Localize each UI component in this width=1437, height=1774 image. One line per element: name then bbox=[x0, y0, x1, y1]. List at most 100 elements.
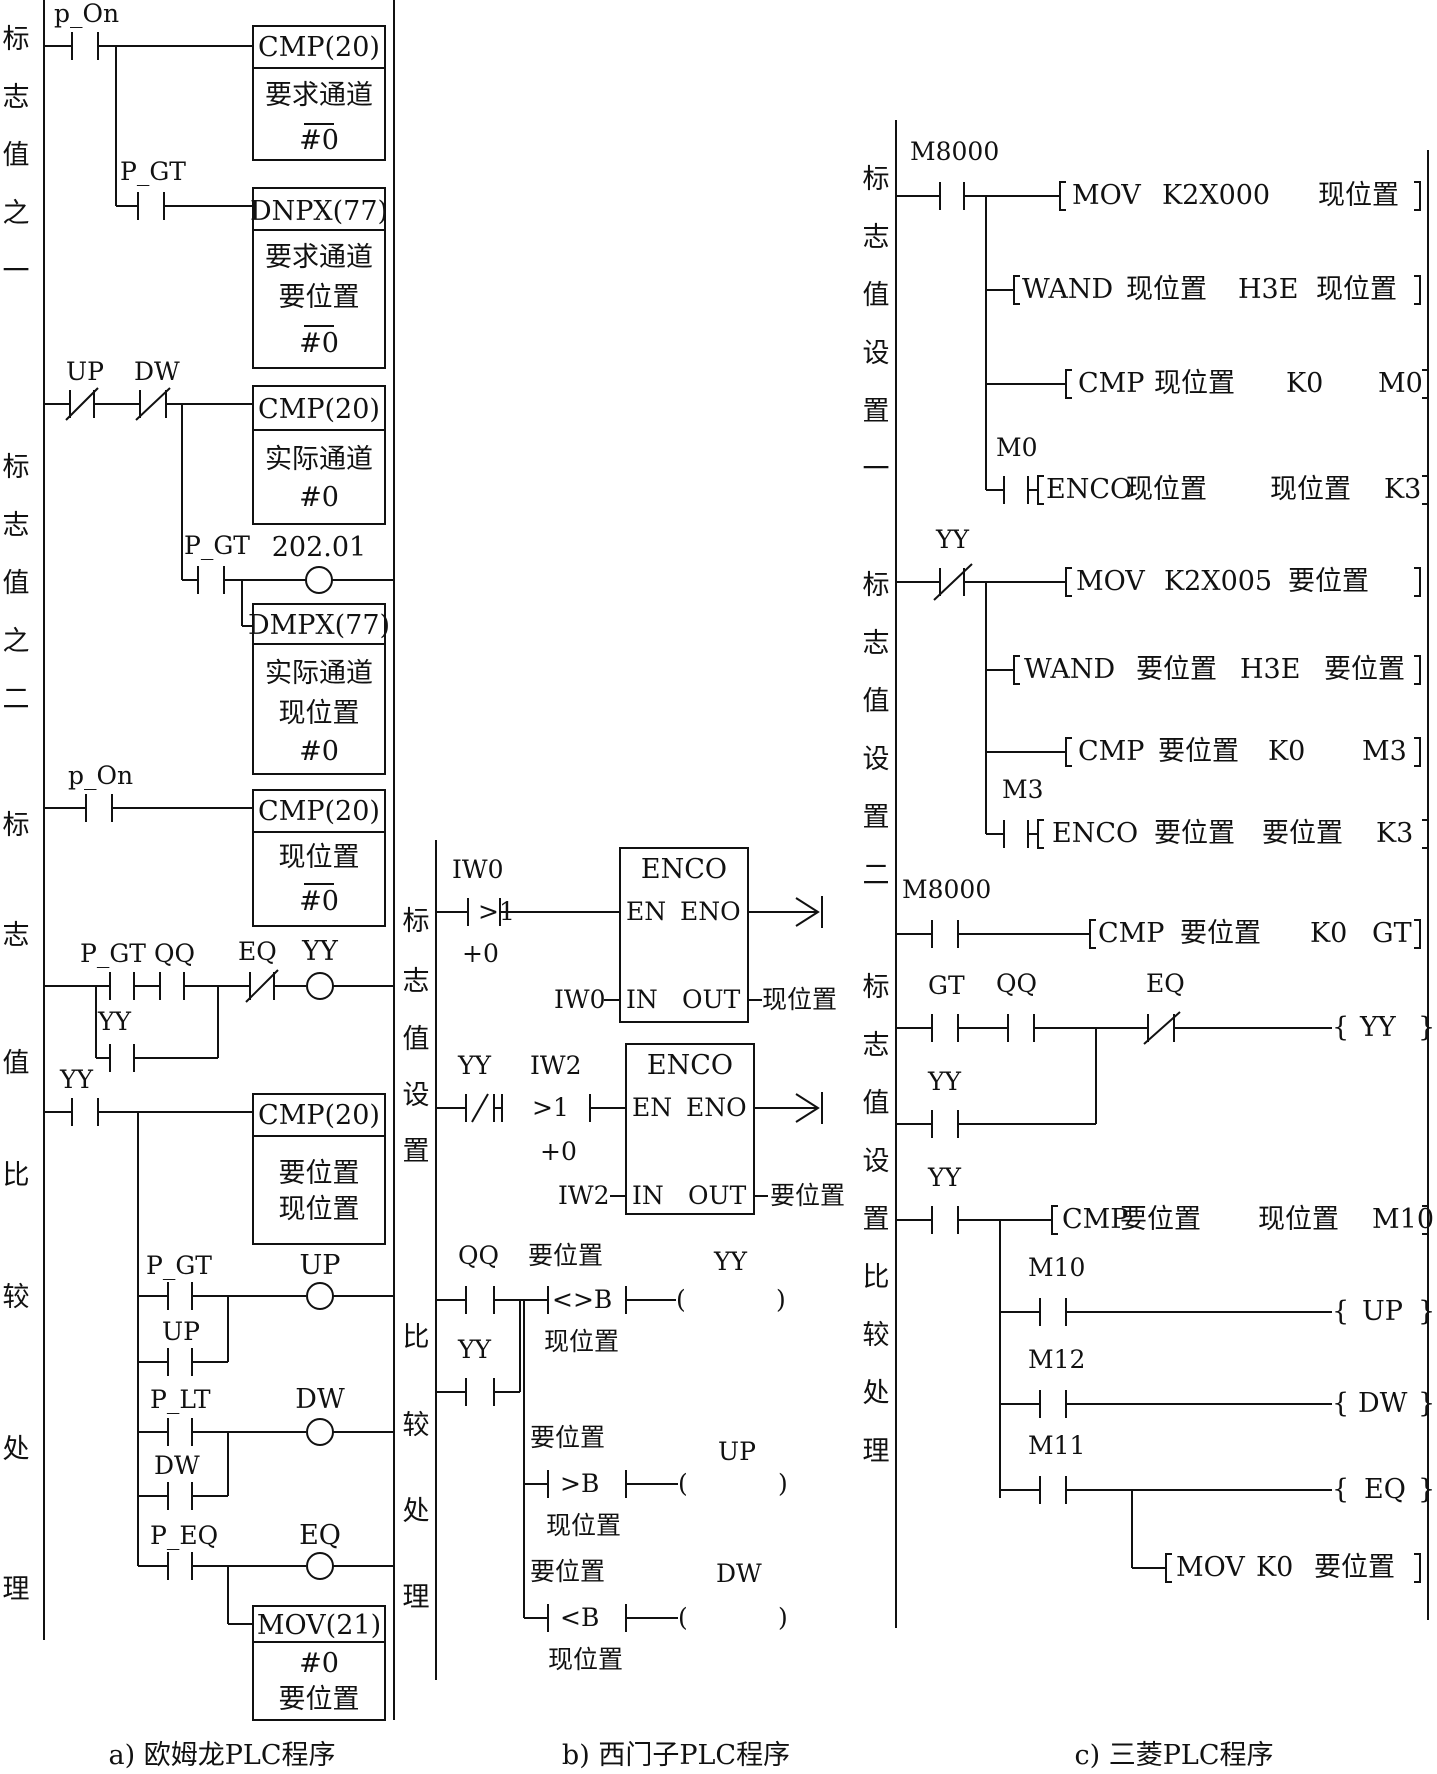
instruction-wand: WAND 要位置 H3E 要位置 bbox=[1013, 654, 1421, 685]
svg-text:K2X000: K2X000 bbox=[1162, 180, 1270, 211]
section-c3-char: 比 bbox=[863, 1262, 890, 1293]
contact-label: YY bbox=[457, 1051, 492, 1080]
instruction-box-cmp: CMP(20) 要求通道 #0 bbox=[252, 25, 386, 161]
section-a3-char: 值 bbox=[3, 1048, 30, 1079]
section-a3-char: 志 bbox=[3, 920, 30, 951]
section-c1-char: 一 bbox=[863, 454, 890, 485]
svg-text:YY: YY bbox=[1359, 1012, 1397, 1043]
svg-text:CMP: CMP bbox=[1062, 1204, 1128, 1235]
svg-text:#0: #0 bbox=[299, 736, 339, 767]
svg-text:WAND: WAND bbox=[1024, 654, 1115, 685]
section-c3-char: 设 bbox=[863, 1146, 890, 1177]
section-c2-char: 志 bbox=[863, 628, 890, 659]
svg-text:要位置: 要位置 bbox=[279, 282, 360, 313]
svg-text:现位置: 现位置 bbox=[279, 698, 360, 729]
section-a2-char: 之 bbox=[3, 626, 30, 657]
contact-label: YY bbox=[457, 1335, 492, 1364]
instruction-mov: MOV K2X000 现位置 bbox=[1059, 180, 1421, 211]
svg-text:#0: #0 bbox=[299, 125, 339, 156]
svg-text:ENCO: ENCO bbox=[1046, 474, 1132, 505]
contact-label: YY bbox=[59, 1065, 94, 1094]
section-b2-char: 处 bbox=[403, 1496, 430, 1527]
svg-text:): ) bbox=[778, 1469, 788, 1498]
svg-text:OUT: OUT bbox=[688, 1181, 747, 1210]
svg-text:ENO: ENO bbox=[686, 1093, 747, 1122]
coil-yy: { YY } bbox=[1332, 1012, 1435, 1043]
section-label: 标 志 值 之 一 标 志 值 之 二 标 志 值 比 较 处 理 bbox=[3, 24, 30, 1605]
coil-dw: { DW } bbox=[1332, 1388, 1435, 1419]
function-box-enco: ENCO EN ENO IN OUT bbox=[625, 1043, 755, 1215]
svg-text:DW: DW bbox=[1358, 1388, 1408, 1419]
instruction-enco: ENCO 要位置 要位置 K3 bbox=[1037, 818, 1429, 849]
section-a1-char: 志 bbox=[3, 82, 30, 113]
section-a3-char: 较 bbox=[3, 1282, 30, 1313]
coil-label: DW bbox=[295, 1384, 345, 1415]
svg-text:要位置: 要位置 bbox=[1314, 1552, 1395, 1583]
svg-text:K0: K0 bbox=[1310, 918, 1347, 949]
svg-text:ENCO: ENCO bbox=[647, 1050, 733, 1081]
function-box-enco: ENCO EN ENO IN OUT bbox=[619, 847, 749, 1023]
svg-text:K2X005: K2X005 bbox=[1164, 566, 1272, 597]
coil-output bbox=[306, 1418, 334, 1446]
svg-text:现位置: 现位置 bbox=[1258, 1204, 1339, 1235]
section-c2-char: 值 bbox=[863, 686, 890, 717]
contact-label: QQ bbox=[154, 939, 195, 968]
section-c3-char: 理 bbox=[863, 1436, 890, 1467]
contact-label: IW2 bbox=[530, 1051, 581, 1080]
svg-text:}: } bbox=[1418, 1388, 1435, 1419]
svg-text:(: ( bbox=[678, 1603, 688, 1632]
section-c1-char: 标 bbox=[863, 164, 890, 195]
svg-text:要位置: 要位置 bbox=[1288, 566, 1369, 597]
contact-label: M11 bbox=[1028, 1431, 1085, 1460]
section-c3-char: 处 bbox=[863, 1378, 890, 1409]
nc-slash bbox=[933, 563, 973, 601]
section-a2-char: 二 bbox=[3, 684, 30, 715]
svg-text:现位置: 现位置 bbox=[1126, 274, 1207, 305]
svg-text:要位置: 要位置 bbox=[1324, 654, 1405, 685]
contact-label: p_On bbox=[68, 761, 133, 790]
svg-text:要求通道: 要求通道 bbox=[265, 242, 373, 273]
svg-text:EN: EN bbox=[626, 897, 666, 926]
contact-label: QQ bbox=[996, 969, 1037, 998]
section-c3-char: 志 bbox=[863, 1030, 890, 1061]
svg-text:要位置: 要位置 bbox=[279, 1684, 360, 1715]
section-label: 标 志 值 设 置 一 标 志 值 设 置 二 标 志 值 设 置 比 较 处 … bbox=[863, 164, 890, 1467]
svg-text:要位置: 要位置 bbox=[1180, 918, 1261, 949]
instruction-cmp: CMP 要位置 现位置 M10 bbox=[1051, 1204, 1434, 1235]
svg-text:>B: >B bbox=[560, 1469, 599, 1498]
section-c3-char: 置 bbox=[863, 1204, 890, 1235]
coil-label: UP bbox=[300, 1250, 341, 1281]
section-a2-char: 志 bbox=[3, 510, 30, 541]
svg-text:CMP(20): CMP(20) bbox=[258, 796, 380, 827]
svg-text:{: { bbox=[1332, 1012, 1349, 1043]
svg-text:K3: K3 bbox=[1376, 818, 1413, 849]
caption-siemens: b) 西门子PLC程序 bbox=[562, 1740, 790, 1771]
contact-label: YY bbox=[97, 1007, 132, 1036]
svg-text:CMP: CMP bbox=[1078, 736, 1144, 767]
nc-slash bbox=[245, 969, 279, 1003]
svg-text:要位置: 要位置 bbox=[1262, 818, 1343, 849]
nc-slash bbox=[65, 387, 99, 421]
svg-text:#0: #0 bbox=[299, 886, 339, 917]
contact-label: YY bbox=[927, 1163, 962, 1192]
svg-text:DNPX(77): DNPX(77) bbox=[250, 196, 388, 227]
section-c1-char: 志 bbox=[863, 222, 890, 253]
coil-up: { UP } bbox=[1332, 1296, 1435, 1327]
svg-text:{: { bbox=[1332, 1474, 1349, 1505]
svg-text:#0: #0 bbox=[299, 328, 339, 359]
coil-label: EQ bbox=[299, 1520, 341, 1551]
panel-omron: 标 志 值 之 一 标 志 值 之 二 标 志 值 比 较 处 理 p_On P… bbox=[3, 0, 395, 1721]
svg-text:要位置: 要位置 bbox=[1120, 1204, 1201, 1235]
svg-text:现位置: 现位置 bbox=[548, 1645, 623, 1674]
contact-label: M0 bbox=[996, 433, 1038, 462]
contact-label: P_LT bbox=[150, 1385, 211, 1414]
svg-text:): ) bbox=[778, 1603, 788, 1632]
contact-label: M10 bbox=[1028, 1253, 1085, 1282]
section-b1-char: 志 bbox=[403, 966, 430, 997]
svg-text:H3E: H3E bbox=[1238, 274, 1298, 305]
instruction-box-dmpx: DMPX(77) 实际通道 现位置 #0 bbox=[248, 603, 390, 775]
section-a1-char: 一 bbox=[3, 256, 30, 287]
contact-label: M3 bbox=[1002, 775, 1044, 804]
coil-label: YY bbox=[301, 936, 339, 967]
